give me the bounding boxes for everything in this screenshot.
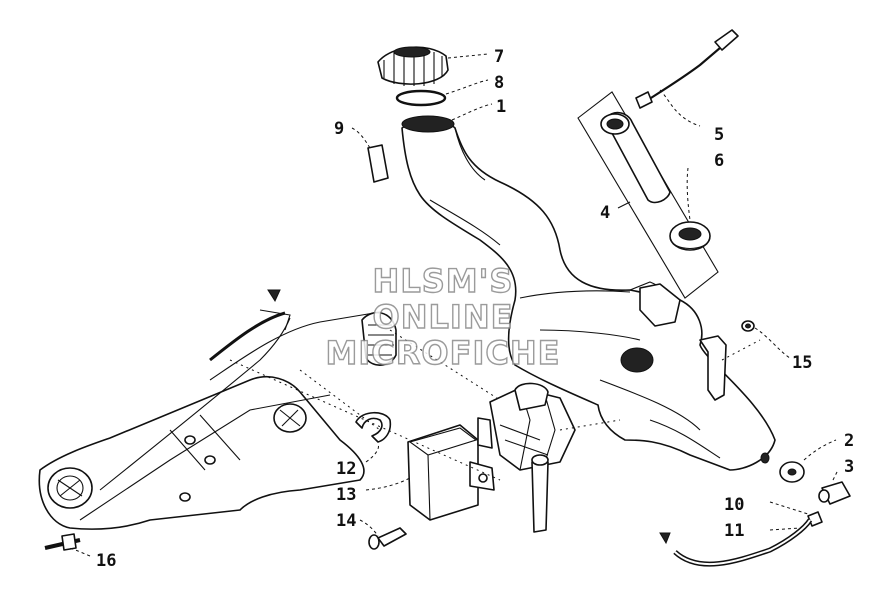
- valve-assembly: [477, 382, 576, 533]
- electrical-box: [407, 424, 495, 521]
- watermark-line-2: ONLINE: [373, 298, 514, 336]
- watermark-line-3: MICROFICHE: [326, 334, 561, 372]
- callout-13: 13: [336, 485, 356, 505]
- callout-4: 4: [600, 203, 610, 223]
- decal: [367, 144, 389, 183]
- callout-11: 11: [724, 521, 744, 541]
- gasket-ring: [395, 89, 447, 107]
- fuel-sender-assembly: [577, 29, 739, 299]
- callout-8: 8: [494, 73, 504, 93]
- callout-16: 16: [96, 551, 116, 571]
- fuel-fitting: [779, 461, 851, 505]
- fuel-cap: [377, 46, 449, 86]
- callout-14: 14: [336, 511, 356, 531]
- callout-6: 6: [714, 151, 724, 171]
- fuel-tank: [401, 115, 776, 471]
- callout-5: 5: [714, 125, 724, 145]
- arrow-marker-left: [209, 289, 286, 362]
- watermark-line-1: HLSM'S: [373, 262, 514, 300]
- callout-15: 15: [792, 353, 812, 373]
- fuel-hose: [673, 518, 813, 567]
- bolt: [368, 527, 407, 550]
- callout-7: 7: [494, 47, 504, 67]
- callout-9: 9: [334, 119, 344, 139]
- spring-clip: [355, 411, 392, 443]
- leader-lines: [67, 53, 839, 557]
- callout-12: 12: [336, 459, 356, 479]
- callout-numbers: 7 8 1 9 5 6 4 15 2 3 10 11 12 13 14 16: [96, 47, 854, 571]
- callout-1: 1: [496, 97, 506, 117]
- small-grommet: [741, 320, 755, 332]
- arrow-marker-right: [659, 532, 671, 545]
- chassis-frame: [38, 309, 397, 551]
- callout-2: 2: [844, 431, 854, 451]
- callout-3: 3: [844, 457, 854, 477]
- watermark: HLSM'S ONLINE MICROFICHE: [325, 261, 561, 372]
- callout-10: 10: [724, 495, 744, 515]
